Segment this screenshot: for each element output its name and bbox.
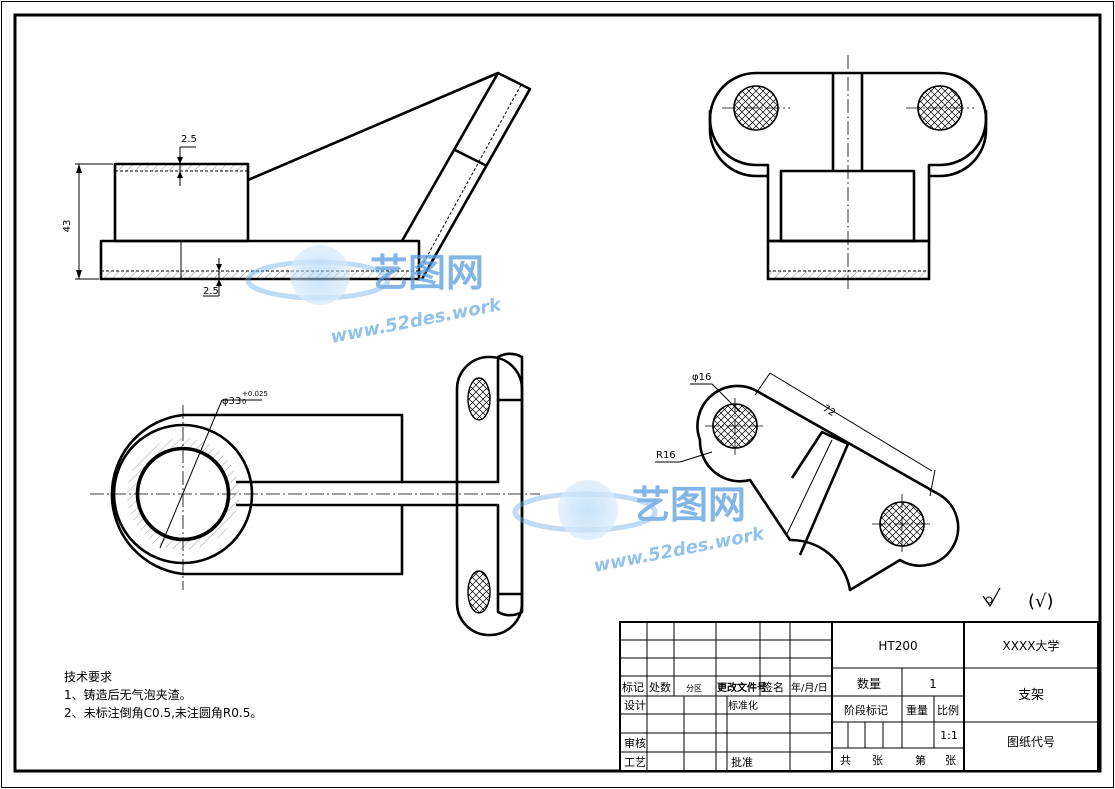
rev-header-zone: 分区 xyxy=(686,684,702,693)
surface-finish-default: (√) xyxy=(1028,591,1054,612)
iso-view: 72 φ16 R16 xyxy=(655,372,960,592)
dim-bore-tol-upper: +0.025 xyxy=(242,390,268,398)
tb-drawing-no: 图纸代号 xyxy=(1007,735,1055,749)
tb-process-label: 工艺 xyxy=(624,756,646,769)
tb-school: XXXX大学 xyxy=(1003,638,1060,653)
tb-design-label: 设计 xyxy=(624,699,646,712)
tb-sheet-unit-1: 张 xyxy=(872,754,883,767)
watermark-brand: 艺图网 xyxy=(632,483,746,527)
notes-line-1: 1、铸造后无气泡夹渣。 xyxy=(64,688,192,702)
tb-standard-label: 标准化 xyxy=(728,699,758,712)
rev-header-date: 年/月/日 xyxy=(791,681,828,694)
dim-height: 43 xyxy=(62,220,73,233)
tb-total-sheets: 共 xyxy=(840,754,851,767)
dim-bore-tol-lower: 0 xyxy=(242,398,246,406)
rev-header-docno: 更改文件号 xyxy=(717,681,767,694)
rev-header-count: 处数 xyxy=(649,681,671,694)
top-view: φ33 +0.025 0 xyxy=(90,352,540,637)
watermark-1: 艺图网 www.52des.work xyxy=(245,245,504,348)
dim-bore: φ33 xyxy=(222,396,241,407)
tb-stage-label: 阶段标记 xyxy=(844,703,888,717)
tb-quantity-value: 1 xyxy=(929,677,937,691)
tb-review-label: 审核 xyxy=(624,736,646,750)
dim-wall-bottom: 2.5 xyxy=(203,286,219,297)
tb-sheet-unit-2: 张 xyxy=(945,754,956,767)
inner-border xyxy=(13,13,1102,773)
dim-radius: R16 xyxy=(656,450,676,461)
surface-finish: (√) xyxy=(982,587,1054,612)
dim-wall-top: 2.5 xyxy=(181,134,197,145)
watermark-url: www.52des.work xyxy=(329,294,504,348)
rev-header-mark: 标记 xyxy=(622,680,644,694)
title-block: 标记 处数 分区 更改文件号 签名 年/月/日 设计 标准化 审核 工艺 批准 … xyxy=(619,621,1099,772)
tb-weight-label: 重量 xyxy=(906,703,928,717)
tb-approve-label: 批准 xyxy=(731,755,753,769)
tb-quantity-label: 数量 xyxy=(857,676,881,691)
tb-sheet-no: 第 xyxy=(915,753,926,767)
watermark-brand: 艺图网 xyxy=(370,251,484,295)
dim-hole: φ16 xyxy=(692,372,711,383)
watermark-2: 艺图网 www.52des.work xyxy=(512,480,767,577)
front-view: 43 2.5 2.5 xyxy=(62,71,532,297)
tb-material: HT200 xyxy=(878,639,917,653)
technical-requirements: 技术要求 1、铸造后无气泡夹渣。 2、未标注倒角C0.5,未注圆角R0.5。 xyxy=(64,668,262,722)
tb-scale-value: 1:1 xyxy=(940,729,958,742)
tb-part-name: 支架 xyxy=(1018,688,1044,703)
notes-title: 技术要求 xyxy=(64,670,113,684)
notes-line-2: 2、未标注倒角C0.5,未注圆角R0.5。 xyxy=(64,706,263,720)
tb-scale-label: 比例 xyxy=(937,703,959,717)
rev-header-sign: 签名 xyxy=(762,680,784,694)
side-view xyxy=(708,55,988,290)
watermark-url: www.52des.work xyxy=(592,523,767,577)
